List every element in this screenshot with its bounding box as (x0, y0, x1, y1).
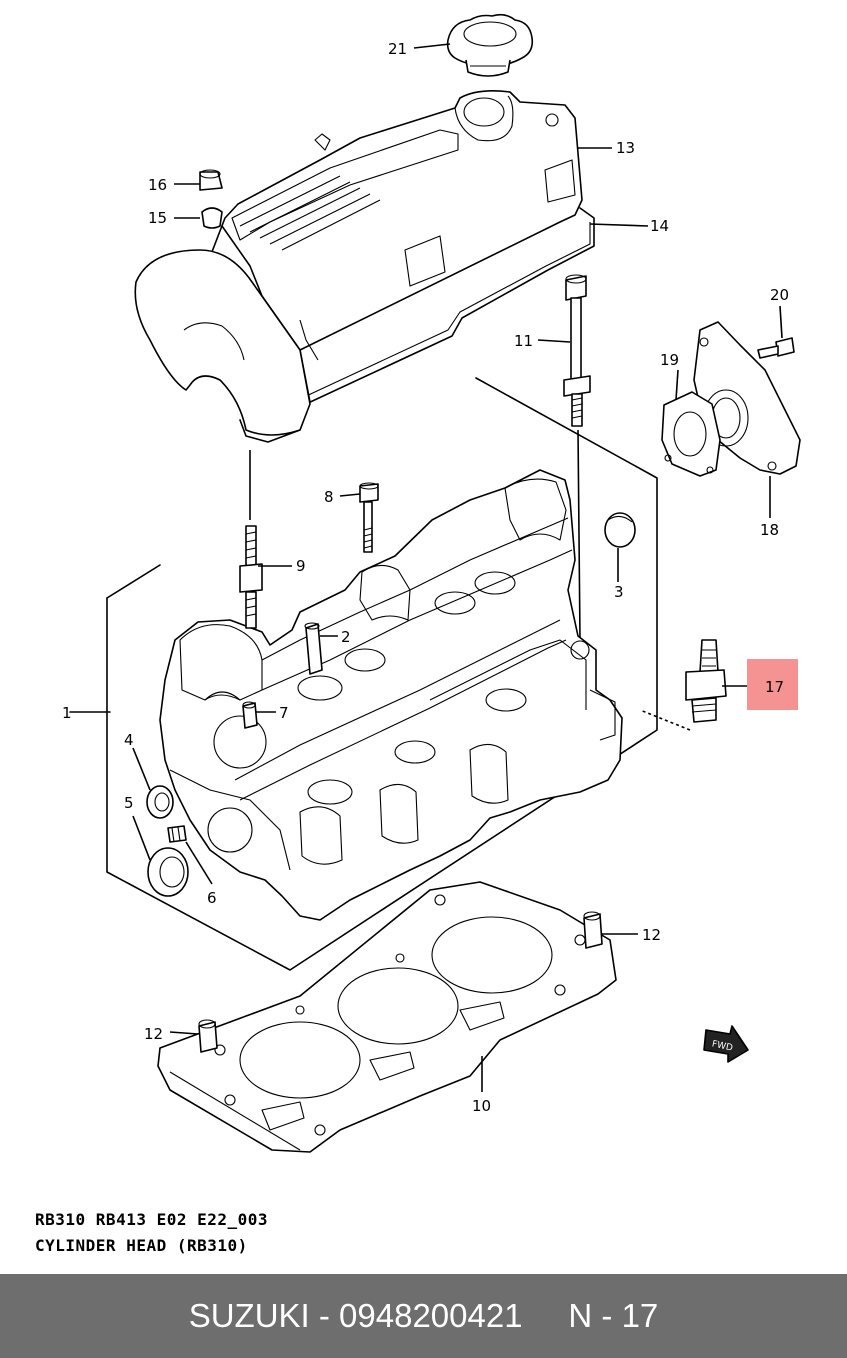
diagram-code-caption: RB310 RB413 E02 E22_003 (35, 1210, 269, 1229)
stud-bolt (239, 450, 263, 629)
forward-direction-arrow: FWD (703, 1025, 749, 1063)
callout-17: 17 (765, 678, 784, 696)
outlet-bolt (757, 337, 795, 359)
callout-6: 6 (207, 889, 217, 907)
oil-filler-cap (446, 13, 534, 77)
cylinder-head-body (159, 469, 623, 921)
highlight-box (747, 659, 798, 710)
leader-lines (132, 43, 783, 1092)
callout-7: 7 (279, 704, 289, 722)
assembly-frame (69, 377, 658, 971)
part-number-text: SUZUKI - 0948200421 N - 17 (188, 1297, 659, 1334)
cam-bolt (359, 482, 379, 553)
cylinder-head-exploded-diagram: FWD 1 2 3 4 5 6 7 8 9 10 (62, 13, 801, 1153)
water-outlet-gasket (661, 391, 721, 477)
callout-12-right: 12 (642, 926, 661, 944)
camshaft-oil-seals (146, 785, 189, 897)
head-cover-gasket (134, 207, 595, 443)
callout-1: 1 (62, 704, 72, 722)
callout-18: 18 (760, 521, 779, 539)
diagram-title-caption: CYLINDER HEAD (RB310) (35, 1236, 248, 1255)
callout-19: 19 (660, 351, 679, 369)
callout-5: 5 (124, 794, 134, 812)
cover-nut-and-seal (199, 169, 223, 229)
callout-8: 8 (324, 488, 334, 506)
callout-10: 10 (472, 1097, 491, 1115)
callout-3: 3 (614, 583, 624, 601)
spark-plug (639, 639, 727, 731)
dowel-pins (198, 911, 603, 1053)
callout-14: 14 (650, 217, 669, 235)
cylinder-head-gasket (157, 881, 617, 1153)
callout-labels: 1 2 3 4 5 6 7 8 9 10 11 12 12 13 14 15 1… (62, 40, 789, 1115)
cylinder-head-cover (204, 90, 583, 401)
callout-9: 9 (296, 557, 306, 575)
part-number-footer: SUZUKI - 0948200421 N - 17 (0, 1274, 847, 1358)
fwd-label: FWD (711, 1039, 734, 1053)
callout-16: 16 (148, 176, 167, 194)
head-bolt-long (563, 274, 591, 641)
callout-12-left: 12 (144, 1025, 163, 1043)
callout-20: 20 (770, 286, 789, 304)
callout-13: 13 (616, 139, 635, 157)
callout-15: 15 (148, 209, 167, 227)
callout-11: 11 (514, 332, 533, 350)
callout-21: 21 (388, 40, 407, 58)
expansion-plug (604, 512, 636, 548)
callout-4: 4 (124, 731, 134, 749)
guide-pins (242, 622, 323, 729)
callout-2: 2 (341, 628, 351, 646)
